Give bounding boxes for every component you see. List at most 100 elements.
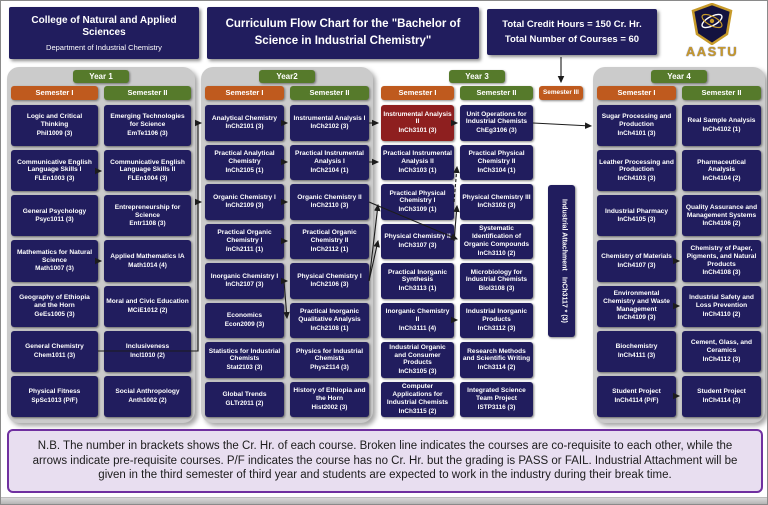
course-title: Quality Assurance and Management Systems — [685, 203, 758, 219]
course-box: Physics for Industrial Chemists Phys2114… — [290, 342, 369, 378]
course-title: Physical Chemistry III — [462, 193, 531, 201]
course-title: Cement, Glass, and Ceramics — [690, 339, 753, 354]
course-title: Moral and Civic Education — [106, 297, 189, 305]
course-list: Instrumental Analysis I InCh2102 (3)Prac… — [290, 105, 369, 417]
semester-label: Semester I — [11, 86, 98, 100]
course-code: InCh4110 (2) — [702, 310, 741, 318]
course-box: Chemistry of Materials InCh4107 (3) — [597, 240, 676, 282]
aastu-logo-text: AASTU — [685, 44, 739, 59]
course-title: Industrial Inorganic Products — [465, 308, 528, 323]
course-box: Inorganic Chemistry I InCh2107 (3) — [205, 263, 284, 299]
course-list: Analytical Chemistry InCh2101 (3) Practic… — [205, 105, 284, 417]
course-title: Physical Fitness — [28, 388, 81, 396]
course-code: InCh3114 (2) — [477, 364, 516, 372]
course-title: Instrumental Analysis I — [293, 114, 366, 122]
course-box: Moral and Civic Education MCiE1012 (2) — [104, 285, 191, 327]
course-box: Biochemistry InCh4111 (3) — [597, 330, 676, 372]
course-code: InCh4114 (P/F) — [614, 396, 659, 404]
course-box: Mathematics for Natural Science Math1007… — [11, 240, 98, 282]
course-list: Unit Operations for Industrial Chemists … — [460, 105, 533, 417]
aastu-emblem-icon — [691, 3, 733, 45]
course-box: Industrial Pharmacy InCh4105 (3) — [597, 195, 676, 237]
course-code: InCh4103 (3) — [617, 175, 656, 183]
course-title: Communicative English Language Skills I — [17, 158, 92, 174]
year-label: Year 1 — [73, 70, 129, 83]
course-title: Inorganic Chemistry II — [385, 308, 450, 323]
semesters-row: Semester I Sugar Processing and Productio… — [597, 86, 761, 417]
course-title: Chemistry of Materials — [601, 252, 672, 260]
course-title: Practical Organic Chemistry I — [217, 229, 272, 244]
course-code: Econ2009 (3) — [224, 320, 265, 328]
course-title: Entrepreneurship for Science — [114, 203, 181, 219]
course-title: Industrial Pharmacy — [604, 207, 669, 215]
course-code: InCh3115 (2) — [398, 407, 437, 415]
course-list: Instrumental Analysis II InCh3101 (3)Pra… — [381, 105, 454, 417]
course-title: Integrated Science Team Project — [467, 387, 526, 402]
course-box: Physical Chemistry III InCh3102 (3) — [460, 184, 533, 220]
semester-label: Semester III — [539, 86, 583, 100]
course-box: Systematic Identification of Organic Com… — [460, 223, 533, 259]
course-box: Cement, Glass, and Ceramics InCh4112 (3) — [682, 330, 761, 372]
course-title: Mathematics for Natural Science — [16, 248, 93, 264]
course-list: Sugar Processing and Production InCh4101… — [597, 105, 676, 417]
course-list: Real Sample Analysis InCh4102 (1)Pharmac… — [682, 105, 761, 417]
course-code: InCh4107 (3) — [617, 261, 656, 269]
course-box: Practical Physical Chemistry I InCh3109 … — [381, 184, 454, 220]
course-title: Leather Processing and Production — [599, 158, 674, 174]
course-box: Quality Assurance and Management Systems… — [682, 195, 761, 237]
course-title: Global Trends — [222, 391, 267, 399]
course-code: InCh2107 (3) — [225, 281, 264, 289]
course-title: Practical Organic Chemistry II — [302, 229, 357, 244]
semester-label: Semester II — [104, 86, 191, 100]
course-box: Industrial Attachment InCh3117 * (3) — [547, 185, 575, 337]
course-title: Communicative English Language Skills II — [110, 158, 185, 174]
course-code: InCh2105 (1) — [225, 166, 264, 174]
chart-title: Curriculum Flow Chart for the "Bachelor … — [207, 7, 479, 59]
course-title: Industrial Safety and Loss Prevention — [689, 294, 754, 309]
course-title: General Chemistry — [25, 343, 84, 351]
course-code: InCh2111 (1) — [225, 245, 264, 253]
total-courses: Total Number of Courses = 60 — [504, 34, 640, 45]
course-title: Practical Instrumental Analysis II — [383, 150, 452, 165]
course-box: Analytical Chemistry InCh2101 (3) — [205, 105, 284, 141]
course-code: InCh4101 (3) — [617, 129, 656, 137]
course-title: Practical Physical Chemistry I — [389, 189, 446, 205]
course-title: Microbiology for Industrial Chemists — [465, 268, 528, 284]
semester-label: Semester I — [597, 86, 676, 100]
course-code: InCh2108 (1) — [310, 324, 349, 332]
year-label: Year2 — [259, 70, 315, 83]
course-code: InCh3102 (3) — [477, 202, 516, 210]
course-code: InCh2112 (1) — [310, 245, 349, 253]
course-box: Practical Instrumental Analysis I InCh21… — [290, 144, 369, 180]
course-code: InCh2106 (3) — [310, 281, 349, 289]
course-code: InCh2109 (3) — [225, 202, 264, 210]
course-box: History of Ethiopia and the Horn Hist200… — [290, 381, 369, 417]
course-list: Industrial Attachment InCh3117 * (3) — [539, 105, 583, 417]
department-subtitle: Department of Industrial Chemistry — [46, 42, 162, 52]
course-code: Stat2103 (3) — [226, 364, 263, 372]
course-title: Statistics for Industrial Chemists — [208, 347, 281, 363]
course-box: Inorganic Chemistry II InCh3111 (4) — [381, 302, 454, 338]
course-title: Applied Mathematics IA — [110, 252, 185, 260]
course-box: Industrial Organic and Consumer Products… — [381, 342, 454, 378]
course-box: Economics Econ2009 (3) — [205, 302, 284, 338]
course-title: Emerging Technologies for Science — [110, 113, 185, 129]
course-title: Environmental Chemistry and Waste Manage… — [603, 290, 670, 313]
course-code: Entr1108 (3) — [129, 220, 166, 228]
course-title: Social Anthropology — [115, 388, 180, 396]
course-box: Practical Organic Chemistry I InCh2111 (… — [205, 223, 284, 259]
course-code: FLEn1003 (3) — [34, 175, 75, 183]
course-code: InCh2110 (3) — [310, 202, 349, 210]
totals-box: Total Credit Hours = 150 Cr. Hr. Total N… — [487, 9, 657, 55]
course-box: General Chemistry Chem1011 (3) — [11, 330, 98, 372]
course-code: InCh2101 (3) — [225, 123, 264, 131]
course-box: Social Anthropology Anth1002 (2) — [104, 375, 191, 417]
course-title: History of Ethiopia and the Horn — [293, 387, 366, 402]
